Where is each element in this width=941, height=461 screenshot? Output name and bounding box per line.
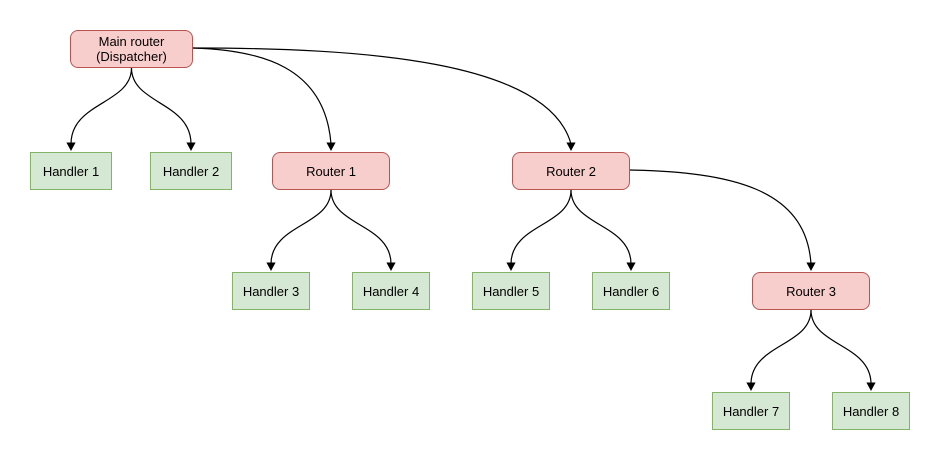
edge-e-main-h2 xyxy=(130,67,196,151)
node-label: Handler 2 xyxy=(162,163,220,179)
arrow-head-icon xyxy=(266,262,276,271)
node-handler-3[interactable]: Handler 3 xyxy=(232,272,310,310)
node-label: Router 3 xyxy=(786,283,836,299)
arrow-head-icon xyxy=(626,262,636,271)
node-router-3[interactable]: Router 3 xyxy=(752,272,870,310)
node-label: Handler 7 xyxy=(722,403,780,419)
edge-line xyxy=(70,67,133,145)
node-handler-8[interactable]: Handler 8 xyxy=(832,392,910,430)
edge-line xyxy=(130,67,192,145)
node-handler-2[interactable]: Handler 2 xyxy=(150,152,232,190)
edge-line xyxy=(629,169,812,265)
node-label: Router 1 xyxy=(306,163,356,179)
node-handler-1[interactable]: Handler 1 xyxy=(30,152,112,190)
node-handler-6[interactable]: Handler 6 xyxy=(592,272,670,310)
arrow-head-icon xyxy=(746,382,756,391)
node-label: Handler 1 xyxy=(42,163,100,179)
edge-e-r1-h3 xyxy=(266,189,332,271)
edge-e-r2-r3 xyxy=(629,169,816,271)
node-label: Handler 4 xyxy=(362,283,420,299)
arrow-head-icon xyxy=(866,382,876,391)
arrow-head-icon xyxy=(66,142,76,151)
edge-e-r2-h6 xyxy=(570,189,636,271)
arrow-head-icon xyxy=(186,142,196,151)
node-handler-7[interactable]: Handler 7 xyxy=(712,392,790,430)
node-label: Handler 6 xyxy=(602,283,660,299)
edge-line xyxy=(192,47,572,145)
edge-e-r3-h7 xyxy=(746,309,812,391)
edge-e-main-h1 xyxy=(66,67,133,151)
node-main-router[interactable]: Main router (Dispatcher) xyxy=(70,30,193,68)
node-handler-4[interactable]: Handler 4 xyxy=(352,272,430,310)
arrow-head-icon xyxy=(386,262,396,271)
edge-e-main-r1 xyxy=(192,47,336,151)
edge-line xyxy=(510,189,572,265)
arrow-head-icon xyxy=(326,142,336,151)
node-label: Router 2 xyxy=(546,163,596,179)
node-router-1[interactable]: Router 1 xyxy=(272,152,390,190)
arrow-head-icon xyxy=(806,262,816,271)
edge-line xyxy=(750,309,812,385)
node-label: Handler 5 xyxy=(482,283,540,299)
node-handler-5[interactable]: Handler 5 xyxy=(472,272,550,310)
node-label: Main router (Dispatcher) xyxy=(96,34,167,64)
edge-e-r1-h4 xyxy=(330,189,396,271)
edge-line xyxy=(570,189,632,265)
edge-e-r2-h5 xyxy=(506,189,572,271)
edge-e-r3-h8 xyxy=(810,309,876,391)
arrow-head-icon xyxy=(566,142,576,151)
edge-line xyxy=(192,47,332,145)
node-router-2[interactable]: Router 2 xyxy=(512,152,630,190)
edge-line xyxy=(270,189,332,265)
edge-e-main-r2 xyxy=(192,47,576,151)
node-label: Handler 3 xyxy=(242,283,300,299)
edge-line xyxy=(330,189,392,265)
edge-line xyxy=(810,309,872,385)
arrow-head-icon xyxy=(506,262,516,271)
node-label: Handler 8 xyxy=(842,403,900,419)
